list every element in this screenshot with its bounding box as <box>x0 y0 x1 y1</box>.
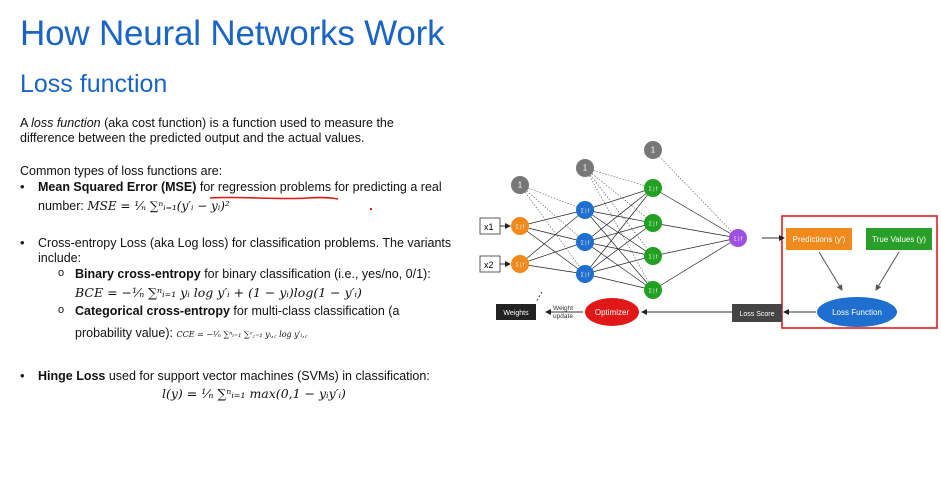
hidden-neuron <box>644 214 662 232</box>
bullet-dot: • <box>20 179 25 194</box>
bias-edge <box>584 167 654 224</box>
bce-formula: BCE = −¹⁄ₙ ∑ⁿᵢ₌₁ yᵢ log y′ᵢ + (1 − yᵢ)lo… <box>75 285 362 300</box>
input-neuron <box>511 255 529 273</box>
input-label-x2: x2 <box>484 260 494 270</box>
true-values-box <box>866 228 932 250</box>
network-edge <box>519 241 586 265</box>
red-underline <box>209 196 339 200</box>
output-neuron-label: Σ | f <box>734 237 743 243</box>
predictions-box <box>786 228 852 250</box>
weight-update-label: update <box>553 313 573 320</box>
network-edge <box>519 225 586 275</box>
network-edge <box>584 187 654 243</box>
network-edge <box>519 225 586 243</box>
bullet-dot: • <box>20 368 25 383</box>
bias-node-label: 1 <box>518 181 523 190</box>
loss-score-label: Loss Score <box>739 311 774 318</box>
ce-text: Cross-entropy Loss (aka Log loss) for cl… <box>38 236 452 265</box>
network-edge <box>584 273 654 291</box>
input-neuron-label: Σ | f <box>516 225 525 231</box>
cce-formula: CCE = −¹⁄ₙ ∑ⁿᵢ₌₁ ∑ᶜ꜀₌₁ yᵢ,꜀ log y′ᵢ,꜀ <box>176 330 308 339</box>
network-edge <box>519 209 586 265</box>
network-edge <box>519 209 586 227</box>
bias-node-label: 1 <box>583 164 588 173</box>
slide-title: How Neural Networks Work <box>20 14 445 53</box>
bias-edge <box>519 184 586 211</box>
input-neuron-label: Σ | f <box>516 263 525 269</box>
bias-edge <box>584 167 654 291</box>
sub-bullet: o <box>58 304 65 316</box>
network-edge <box>584 255 654 275</box>
input-neuron <box>511 217 529 235</box>
hidden-neuron <box>576 233 594 251</box>
bias-node <box>576 159 594 177</box>
hidden-neuron <box>644 281 662 299</box>
weight-update-label: Weight <box>553 305 573 312</box>
network-edge <box>584 209 654 291</box>
hidden-neuron-label: Σ | f <box>581 209 590 215</box>
network-edge <box>584 187 654 211</box>
bce-line: Binary cross-entropy for binary classifi… <box>75 267 431 281</box>
loss-function-node <box>817 297 897 327</box>
bullet-dot: • <box>20 235 25 250</box>
network-edge <box>584 241 654 291</box>
bias-edge <box>519 184 586 243</box>
bias-edge <box>519 184 586 275</box>
network-edge <box>584 187 654 275</box>
bias-node <box>511 176 529 194</box>
hidden-neuron <box>576 201 594 219</box>
network-edge <box>652 237 739 257</box>
hidden-neuron <box>644 247 662 265</box>
network-edge <box>584 222 654 275</box>
network-edge <box>519 263 586 275</box>
slide-subtitle: Loss function <box>20 70 168 98</box>
mse-line2: number: MSE = ¹⁄ₙ ∑ⁿᵢ₌₁(y′ᵢ − yᵢ)² <box>38 199 230 213</box>
common-types-text: Common types of loss functions are: <box>20 164 223 178</box>
loss-highlight-box <box>781 215 938 329</box>
hidden-neuron <box>576 265 594 283</box>
bias-node <box>644 141 662 159</box>
sub-bullet: o <box>58 267 65 279</box>
hinge-formula: l(y) = ¹⁄ₙ ∑ⁿᵢ₌₁ max(0,1 − yᵢy′ᵢ) <box>162 386 346 401</box>
hidden-neuron-label: Σ | f <box>649 255 658 261</box>
bias-edge <box>584 167 654 257</box>
bias-node-label: 1 <box>651 146 656 155</box>
loss-score-box <box>732 304 782 322</box>
weights-box <box>496 304 536 320</box>
hidden-neuron-label: Σ | f <box>581 273 590 279</box>
predictions-label: Predictions (y') <box>793 235 846 244</box>
network-nodes: Σ | f Σ | f Σ | f Σ | f Σ | f Σ | f Σ | f Σ | f… <box>511 141 747 299</box>
bias-edge <box>584 167 654 189</box>
hidden-neuron-label: Σ | f <box>581 241 590 247</box>
hinge-line: Hinge Loss used for support vector machi… <box>38 369 430 383</box>
neural-network-diagram: x1 x2 Σ | fΣ | fΣ | fΣ | fΣ | fΣ | fΣ | … <box>479 141 938 329</box>
hidden-neuron <box>644 179 662 197</box>
network-connections <box>519 187 739 291</box>
weights-label: Weights <box>503 310 529 317</box>
hidden-neuron-label: Σ | f <box>649 222 658 228</box>
network-edge <box>652 237 739 291</box>
network-edge <box>584 209 654 257</box>
hidden-neuron-label: Σ | f <box>649 187 658 193</box>
cce-line: Categorical cross-entropy for multi-clas… <box>75 304 400 318</box>
input-label-x1: x1 <box>484 222 494 232</box>
network-edge <box>584 209 654 224</box>
bias-connections <box>519 149 739 291</box>
mse-line: Mean Squared Error (MSE) for regression … <box>38 180 442 194</box>
network-edge <box>652 222 739 239</box>
red-dot <box>370 208 372 210</box>
cce-line2: probability value): CCE = −¹⁄ₙ ∑ⁿᵢ₌₁ ∑ᶜ꜀… <box>75 326 308 340</box>
output-neuron <box>729 229 747 247</box>
network-edge <box>584 241 654 257</box>
network-edge <box>584 222 654 243</box>
hidden-neuron-label: Σ | f <box>649 289 658 295</box>
loss-function-label: Loss Function <box>832 308 882 317</box>
network-edge <box>652 187 739 239</box>
optimizer-label: Optimizer <box>595 308 630 317</box>
bias-edge <box>652 149 739 239</box>
intro-paragraph: A loss function (aka cost function) is a… <box>20 116 394 145</box>
mse-formula: MSE = ¹⁄ₙ ∑ⁿᵢ₌₁(y′ᵢ − yᵢ)² <box>87 199 230 213</box>
true-values-label: True Values (y) <box>872 235 926 244</box>
optimizer-node <box>585 298 639 326</box>
